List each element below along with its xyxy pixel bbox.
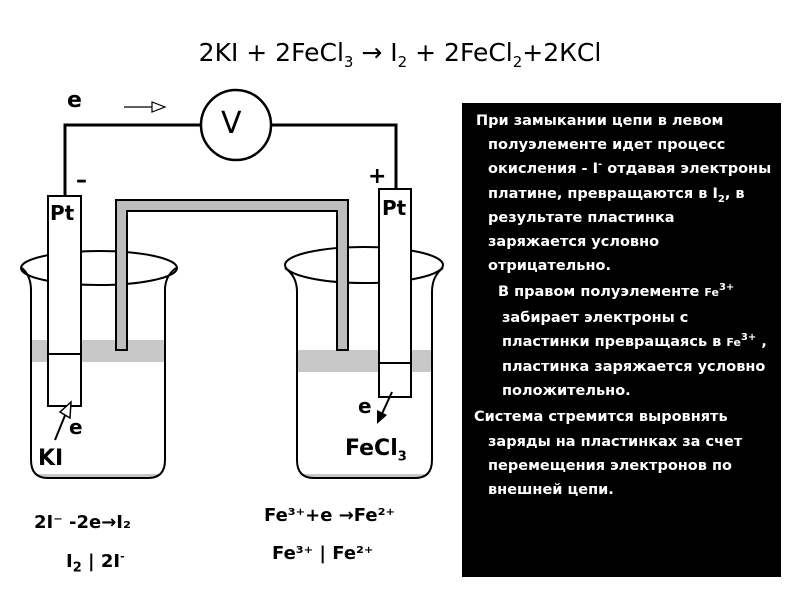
reaction-equation: 2KI + 2FeCl3 → I2 + 2FeCl2+2КCl	[0, 38, 800, 71]
explanation-p1-text-b: отдавая электроны платине, превращаются …	[488, 161, 772, 202]
equation-arrow: → I	[353, 38, 398, 67]
right-solution-sub: 3	[397, 449, 407, 465]
salt-bridge	[115, 199, 349, 351]
explanation-p2-fe2-sup: 3+	[740, 332, 757, 343]
explanation-p2-text-a: В правом полуэлементе	[498, 284, 705, 301]
right-beaker	[284, 267, 444, 479]
explanation-p2-fe1-sup: 3+	[718, 282, 735, 294]
explanation-p1-ion-sup: -	[598, 159, 603, 171]
right-half-reaction: Fe³⁺+e →Fe²⁺	[264, 505, 395, 526]
left-notation-rest: | 2I	[81, 551, 121, 572]
left-solution-label: KI	[38, 446, 64, 471]
explanation-p1-sub: 2	[717, 193, 725, 205]
left-cell-notation: I2 | 2I-	[66, 550, 125, 576]
electron-label-top: e	[67, 88, 82, 113]
plus-sign: +	[368, 164, 387, 189]
equation-sub2: 2	[397, 53, 408, 71]
left-half-reaction: 2I⁻ -2e→I₂	[34, 512, 131, 533]
left-notation-sub: 2	[72, 560, 82, 576]
explanation-paragraph-1: При замыкании цепи в левом полуэлементе …	[476, 109, 775, 278]
explanation-p2-fe2: Fe	[726, 335, 741, 349]
equation-sub3: 2	[512, 53, 523, 71]
explanation-paragraph-2: В правом полуэлементе Fe3+ забирает элек…	[476, 280, 775, 403]
left-notation-sup: -	[120, 550, 125, 563]
left-electrode	[47, 195, 82, 355]
right-solution-main: FeCl	[345, 436, 398, 461]
left-electrode-lower	[47, 353, 82, 407]
right-cell-notation: Fe³⁺ | Fe²⁺	[272, 543, 374, 564]
equation-part2: + 2FeCl	[407, 38, 513, 67]
right-solution-label: FeCl3	[345, 436, 407, 464]
left-electrode-label: Pt	[50, 201, 75, 225]
explanation-p1-text-c: , в результате пластинка заряжается усло…	[488, 185, 745, 275]
left-electron-arrowhead	[58, 400, 72, 420]
electron-flow-arrowhead	[151, 101, 167, 113]
explanation-p1-ion: I	[592, 161, 599, 178]
left-electron-label: e	[69, 415, 83, 439]
right-electron-arrowhead	[377, 410, 387, 424]
equation-sub1: 3	[343, 53, 354, 71]
explanation-p2-fe1: Fe	[704, 286, 719, 300]
explanation-panel: При замыкании цепи в левом полуэлементе …	[462, 103, 781, 577]
voltmeter-label: V	[221, 106, 242, 141]
left-beaker-rim	[20, 250, 178, 286]
explanation-p2-text-c: , пластинка заряжается условно положител…	[502, 333, 767, 400]
right-electron-label: e	[358, 394, 372, 418]
external-wire	[63, 123, 398, 196]
right-electrode-lower	[378, 362, 412, 398]
right-electrode-label: Pt	[382, 196, 407, 220]
left-beaker	[21, 267, 177, 479]
equation-part3: +2КCl	[522, 38, 602, 67]
voltmeter	[199, 88, 273, 162]
minus-sign: –	[76, 168, 87, 193]
left-notation-main: I	[66, 551, 73, 572]
equation-part1: 2KI + 2FeCl	[198, 38, 344, 67]
explanation-paragraph-3: Система стремится выровнять заряды на пл…	[474, 409, 743, 499]
right-beaker-rim	[284, 246, 444, 284]
explanation-p2-text-b: забирает электроны с пластинки превращая…	[502, 309, 727, 350]
explanation-p1-text-a: При замыкании цепи в левом полуэлементе …	[476, 113, 726, 178]
